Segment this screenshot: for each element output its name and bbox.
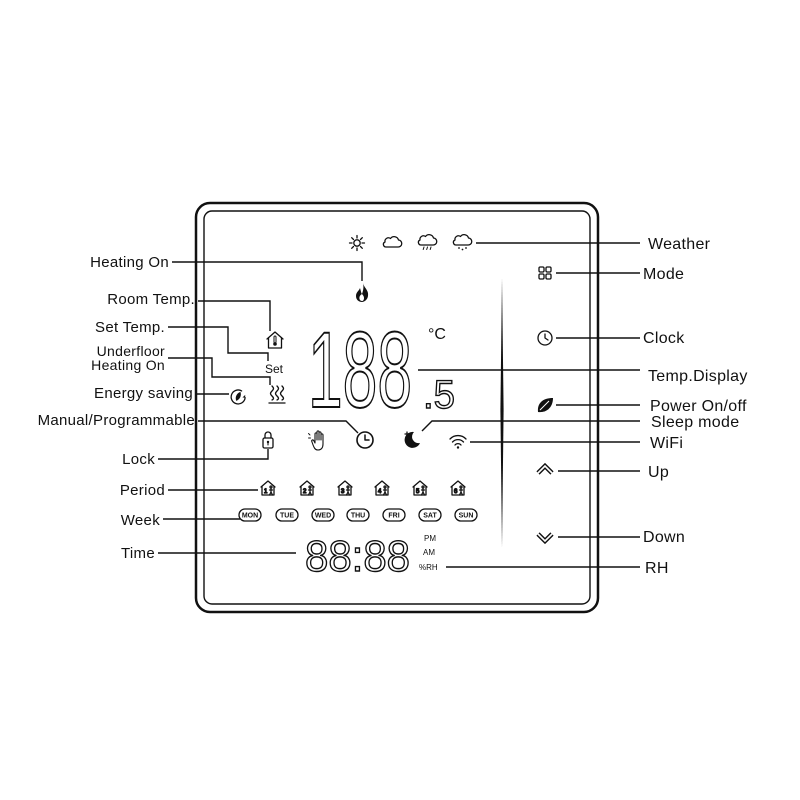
device-frame	[194, 201, 600, 614]
label-set-temp: Set Temp.	[95, 319, 165, 336]
temperature-unit: °C	[428, 326, 446, 343]
label-weather: Weather	[648, 236, 711, 253]
leader-line-heating-on	[172, 261, 363, 281]
label-sleep-mode: Sleep mode	[651, 414, 739, 431]
period-icons: 1 2 3 4 5 6	[260, 480, 466, 496]
pm-indicator: PM	[424, 534, 436, 543]
period-number: 6	[454, 489, 458, 495]
label-manual-programmable: Manual/Programmable	[38, 412, 195, 429]
clock-icon	[537, 330, 553, 346]
period-icon: 2	[299, 480, 315, 496]
hand-icon	[308, 430, 324, 451]
flame-icon	[356, 283, 369, 302]
label-wifi: WiFi	[650, 435, 683, 452]
week-days: MON TUE WED THU FRI SAT SUN	[238, 508, 478, 522]
day-mon: MON	[238, 508, 262, 522]
house-thermometer-icon	[266, 331, 284, 349]
day-label: MON	[242, 513, 258, 520]
label-lock: Lock	[122, 451, 155, 468]
time-digits: 88:88	[305, 532, 410, 581]
program-clock-icon	[356, 431, 374, 449]
label-power: Power On/off	[650, 398, 747, 415]
touch-bar	[500, 278, 504, 548]
leader-line-room-temp	[198, 300, 271, 331]
label-temp-display: Temp.Display	[648, 368, 748, 385]
label-heating-on: Heating On	[90, 254, 169, 271]
label-rh: RH	[645, 560, 669, 577]
label-mode: Mode	[643, 266, 684, 283]
leader-lines	[158, 242, 640, 568]
day-sun: SUN	[454, 508, 478, 522]
leaf-power-icon	[537, 398, 553, 413]
device-outer-border	[194, 201, 600, 614]
sun-icon	[348, 234, 366, 252]
leader-line-lock	[158, 449, 269, 460]
label-underfloor-line1: Underfloor	[97, 343, 165, 359]
period-number: 5	[416, 489, 420, 495]
label-room-temp: Room Temp.	[107, 291, 195, 308]
period-icon: 3	[337, 480, 353, 496]
right-labels: Weather Mode Clock Temp.Display Power On…	[643, 236, 748, 577]
label-up: Up	[648, 464, 669, 481]
chevron-down-icon	[536, 532, 554, 545]
temperature-digits: 188	[308, 309, 412, 430]
moon-icon	[404, 431, 420, 448]
leader-line-sleep-mode	[421, 420, 640, 432]
day-label: THU	[351, 513, 365, 520]
label-week: Week	[121, 512, 160, 529]
weather-icons	[348, 234, 473, 252]
day-sat: SAT	[418, 508, 442, 522]
period-number: 1	[264, 489, 268, 495]
day-thu: THU	[346, 508, 370, 522]
day-label: TUE	[280, 513, 294, 520]
label-time: Time	[121, 545, 155, 562]
label-down: Down	[643, 529, 685, 546]
day-label: SUN	[459, 513, 474, 520]
device-inner-border	[203, 210, 591, 605]
temperature-decimal: .5	[423, 373, 455, 417]
energy-saving-icon	[230, 389, 246, 405]
snow-cloud-icon	[452, 234, 473, 251]
day-fri: FRI	[382, 508, 406, 522]
period-icon: 4	[374, 480, 390, 496]
period-icon: 6	[450, 480, 466, 496]
day-label: FRI	[388, 513, 399, 520]
day-tue: TUE	[275, 508, 299, 522]
mode-icon	[538, 266, 552, 280]
leader-line-set-temp	[168, 326, 269, 361]
floor-heating-icon	[268, 385, 286, 404]
humidity-unit: %RH	[419, 563, 438, 572]
am-indicator: AM	[423, 548, 435, 557]
label-period: Period	[120, 482, 165, 499]
label-clock: Clock	[643, 330, 685, 347]
lock-icon	[262, 431, 274, 449]
label-underfloor-line2: Heating On	[91, 357, 165, 373]
period-number: 3	[341, 489, 345, 495]
label-energy-saving: Energy saving	[94, 385, 193, 402]
chevron-up-icon	[536, 462, 554, 475]
day-label: WED	[315, 513, 331, 520]
wifi-icon	[449, 434, 467, 449]
period-number: 4	[378, 489, 382, 495]
period-icon: 5	[412, 480, 428, 496]
period-number: 2	[303, 489, 307, 495]
set-indicator: Set	[265, 362, 284, 376]
left-labels: Heating On Room Temp. Set Temp. Underflo…	[38, 254, 195, 562]
day-wed: WED	[311, 508, 335, 522]
leader-line-manual-programmable	[198, 420, 359, 434]
day-label: SAT	[423, 513, 437, 520]
leader-line-underfloor	[168, 357, 271, 385]
cloud-icon	[382, 236, 403, 248]
rain-cloud-icon	[417, 234, 438, 250]
period-icon: 1	[260, 480, 276, 496]
